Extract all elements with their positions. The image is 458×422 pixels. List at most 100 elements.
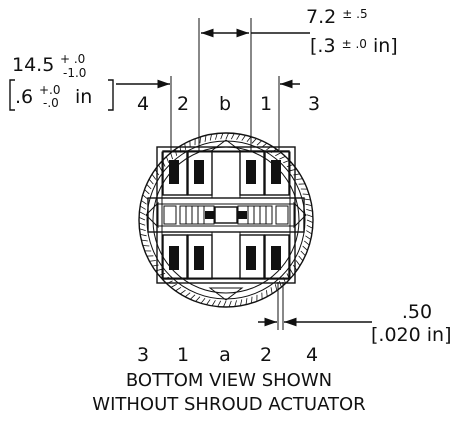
left-dimension: 14.5 + .0 -1.0 .6 +.0 -.0 in (9, 52, 172, 150)
knurl-tick (275, 152, 282, 157)
dim-left-value: 14.5 (12, 54, 54, 76)
contact-housing (156, 146, 296, 284)
knurled-ring (138, 132, 314, 308)
dim-left-inch-unit: in (75, 86, 92, 108)
knurl-tick (266, 290, 268, 297)
knurl-tick (148, 178, 154, 185)
connector-body (138, 132, 314, 308)
knurl-tick (149, 260, 156, 262)
knurl-tick (245, 298, 248, 305)
knurl-tick (146, 184, 152, 190)
knurl-tick (223, 300, 227, 308)
contact-pocket (162, 234, 188, 280)
pin-label: 1 (260, 93, 272, 115)
pin-label: b (219, 93, 231, 115)
knurl-tick (211, 300, 216, 307)
knurl-tick (140, 200, 147, 205)
knurl-tick (139, 211, 146, 216)
dim-top-inch-open: [.3 (310, 35, 336, 57)
knurl-tick (190, 294, 196, 300)
knurl-tick (175, 287, 182, 292)
dim-left-inch-tol-plus: +.0 (39, 83, 61, 97)
knurl-tick (300, 250, 306, 256)
pin-label: 2 (260, 344, 272, 366)
knurl-tick (305, 235, 312, 240)
knurl-tick (142, 245, 150, 247)
pin-label: a (219, 344, 231, 366)
knurl-tick (236, 133, 241, 140)
dim-top-inch-close: in] (373, 35, 398, 57)
knurl-tick (209, 134, 212, 141)
dim-bottom-inch: [.020 in] (371, 324, 452, 346)
knurl-tick (304, 198, 311, 201)
knurl-tick (251, 296, 253, 304)
pin-label: 1 (177, 344, 189, 366)
dim-top-tol: ± .5 (342, 7, 367, 21)
knurl-tick (204, 135, 207, 142)
knurl-tick (279, 155, 286, 160)
pin-label: 3 (308, 93, 320, 115)
knurl-tick (251, 138, 257, 144)
knurl-tick (230, 133, 235, 140)
bottom-dimension: .50 [.020 in] (258, 282, 452, 346)
knurl-tick (217, 300, 222, 307)
knurl-tick (138, 222, 146, 226)
knurl-tick (142, 194, 149, 200)
contact-pocket (162, 150, 188, 196)
caption-line-2: WITHOUT SHROUD ACTUATOR (92, 394, 365, 415)
dim-left-tol-plus: + .0 (60, 52, 85, 66)
knurl-tick (141, 239, 148, 242)
right-lock-tab (293, 201, 307, 229)
knurl-tick (170, 283, 177, 288)
knurl-tick (228, 300, 232, 308)
pin-label: 4 (137, 93, 149, 115)
dim-top-value: 7.2 (306, 6, 336, 28)
dim-bottom-value: .50 (402, 301, 432, 323)
dim-left-inch-value: .6 (15, 86, 33, 108)
knurl-tick (303, 240, 310, 246)
knurl-tick (302, 193, 310, 195)
knurl-tick (241, 134, 246, 141)
knurl-tick (206, 299, 211, 306)
knurl-tick (170, 152, 173, 160)
knurl-tick (298, 255, 304, 262)
knurl-tick (306, 224, 313, 229)
contact-pocket (187, 150, 213, 196)
pin-label: 2 (177, 93, 189, 115)
knurl-tick (215, 133, 218, 140)
bottom-pin-labels: 3 1 a 2 4 (137, 344, 318, 366)
knurl-tick (306, 214, 314, 218)
knurl-tick (144, 189, 150, 195)
knurl-tick (306, 219, 314, 223)
latch-band (147, 197, 305, 233)
knurl-tick (138, 217, 146, 221)
contact-pocket (239, 234, 265, 280)
dim-left-tol-minus: -1.0 (63, 66, 86, 80)
contact-pocket (239, 150, 265, 196)
knurl-tick (295, 260, 301, 266)
left-lock-tab (145, 201, 159, 229)
knurl-tick (270, 287, 273, 294)
knurl-tick (139, 228, 146, 231)
knurl-tick (305, 203, 312, 206)
knurl-tick (256, 140, 262, 146)
knurl-tick (139, 205, 146, 210)
knurl-tick (165, 156, 170, 163)
dim-left-inch-tol-minus: -.0 (43, 96, 59, 110)
knurl-tick (289, 269, 294, 276)
knurl-tick (140, 234, 147, 237)
knurl-tick (306, 209, 313, 212)
knurl-tick (302, 245, 308, 251)
knurl-tick (225, 132, 229, 140)
knurl-tick (158, 164, 163, 171)
right-dimension-arrow (278, 76, 300, 150)
knurl-tick (274, 284, 278, 291)
bottom-lock-tab (208, 287, 244, 301)
pin-label: 4 (306, 344, 318, 366)
dim-top-inch-tol: ± .0 (342, 37, 367, 51)
knurl-tick (220, 132, 224, 140)
latch-detail (163, 205, 289, 225)
knurl-tick (200, 297, 206, 304)
knurl-tick (240, 299, 243, 306)
